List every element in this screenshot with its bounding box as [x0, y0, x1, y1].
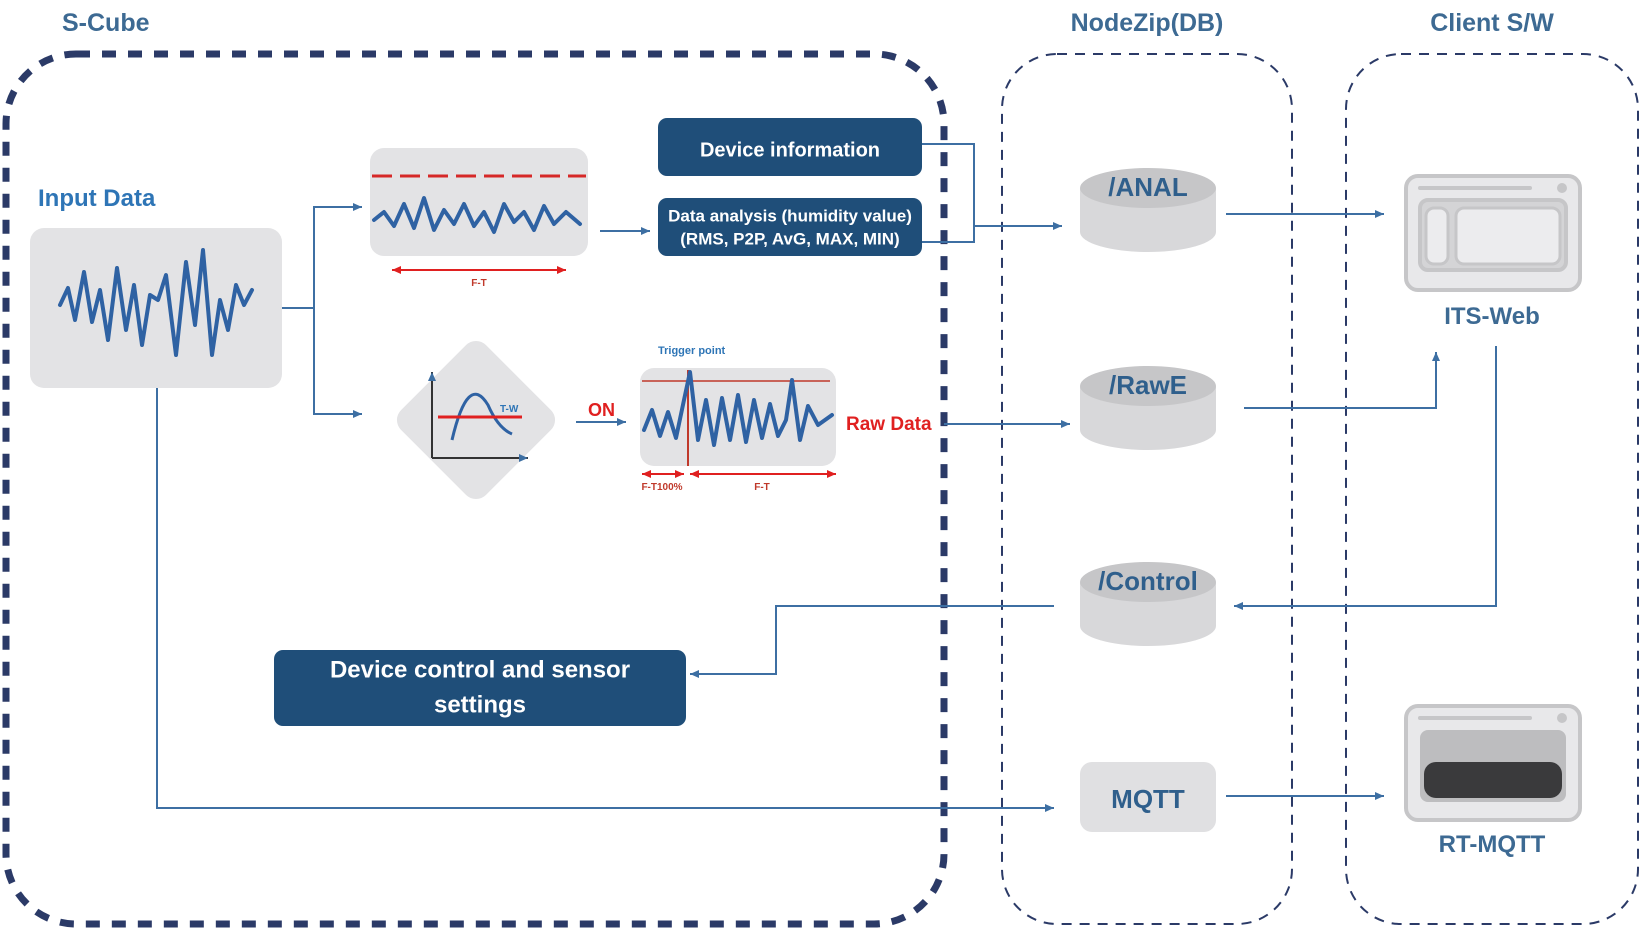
data-analysis-box	[658, 198, 922, 256]
db-mqtt-label: MQTT	[1111, 784, 1185, 814]
tw-label: T-W	[500, 404, 519, 415]
ft100-label: F-T100%	[641, 482, 682, 493]
device-info-text: Device information	[700, 139, 880, 161]
db-control[interactable]: /Control	[1080, 562, 1216, 646]
trigger-diamond	[396, 340, 556, 500]
raw-waveform	[642, 370, 834, 447]
device-control-line2: settings	[434, 691, 526, 718]
nodezip-container	[1001, 53, 1293, 925]
nodezip-title: NodeZip(DB)	[1071, 9, 1224, 37]
input-waveform	[58, 248, 254, 357]
db-rawe[interactable]: /RawE	[1080, 366, 1216, 450]
device-info-box	[658, 118, 922, 176]
ft-waveform	[372, 196, 582, 234]
bracket-analysis	[922, 226, 975, 243]
raw-data-label: Raw Data	[846, 414, 932, 435]
control-to-device-arrow	[690, 605, 1054, 678]
input-data-label: Input Data	[38, 185, 156, 212]
data-analysis-line1: Data analysis (humidity value)	[668, 206, 912, 225]
ft-label: F-T	[471, 278, 487, 289]
itsweb-to-control-arrow	[1234, 346, 1497, 610]
data-analysis-line2: (RMS, P2P, AvG, MAX, MIN)	[680, 229, 899, 248]
db-control-label: /Control	[1098, 566, 1198, 596]
db-anal-label: /ANAL	[1108, 172, 1188, 202]
fork-to-ft	[313, 203, 362, 308]
rt-mqtt-icon[interactable]	[1404, 704, 1582, 822]
rt-mqtt-label: RT-MQTT	[1439, 831, 1546, 858]
db-mqtt[interactable]: MQTT	[1080, 762, 1216, 832]
fork-to-trigger	[313, 308, 362, 418]
trigger-curve	[450, 392, 513, 441]
device-control-box	[274, 650, 686, 726]
on-label: ON	[588, 400, 615, 420]
client-title: Client S/W	[1430, 9, 1554, 37]
device-control-line1: Device control and sensor	[330, 656, 630, 683]
its-web-label: ITS-Web	[1444, 303, 1540, 330]
ft2-label: F-T	[754, 482, 770, 493]
its-web-icon[interactable]	[1404, 174, 1582, 292]
input-to-mqtt-arrow	[156, 388, 1054, 812]
scube-container	[2, 50, 948, 928]
trigger-point-label: Trigger point	[658, 345, 726, 357]
bracket-device-info	[922, 143, 975, 226]
input-data-panel	[30, 228, 282, 388]
client-container	[1345, 53, 1639, 925]
scube-title: S-Cube	[62, 9, 150, 37]
ft-panel	[370, 148, 588, 256]
db-rawe-label: /RawE	[1109, 370, 1187, 400]
rawe-to-itsweb-arrow	[1244, 352, 1440, 409]
db-anal[interactable]: /ANAL	[1080, 168, 1216, 252]
